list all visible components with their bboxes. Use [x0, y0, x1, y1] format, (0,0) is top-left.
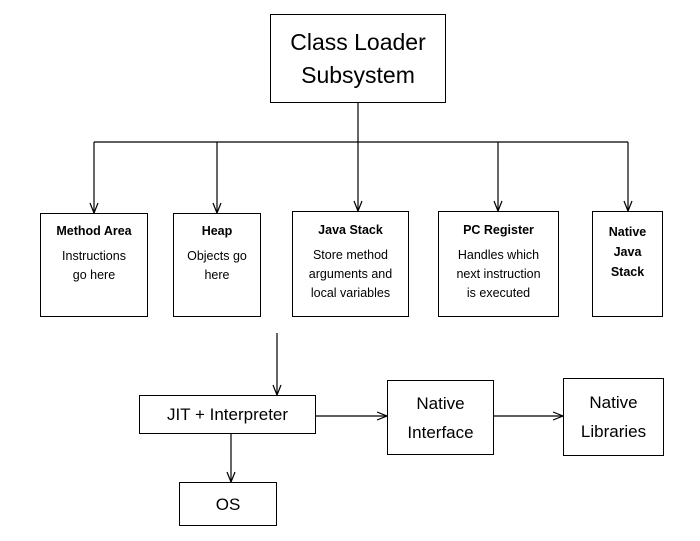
native-libraries-label: Native Libraries: [580, 393, 647, 441]
java-stack-box: Java Stack Store method arguments and lo…: [292, 211, 409, 317]
heap-title: Heap: [201, 224, 233, 238]
native-java-stack-box: Native Java Stack: [592, 211, 663, 317]
native-libraries-box: Native Libraries: [563, 378, 664, 456]
pc-register-desc: Handles which next instruction is execut…: [456, 248, 541, 300]
jit-interpreter-label: JIT + Interpreter: [166, 405, 289, 424]
java-stack-desc: Store method arguments and local variabl…: [308, 248, 393, 300]
method-area-title: Method Area: [56, 224, 132, 238]
native-java-stack-title: Native Java Stack: [608, 225, 647, 279]
native-interface-label: Native Interface: [407, 393, 474, 442]
heap-box: Heap Objects go here: [173, 213, 261, 317]
pc-register-title: PC Register: [463, 223, 534, 237]
jit-interpreter-box: JIT + Interpreter: [139, 395, 316, 434]
os-box: OS: [179, 482, 277, 526]
java-stack-title: Java Stack: [318, 223, 383, 237]
heap-desc: Objects go here: [187, 249, 247, 282]
pc-register-box: PC Register Handles which next instructi…: [438, 211, 559, 317]
class-loader-subsystem-label: Class Loader Subsystem: [290, 28, 426, 88]
os-label: OS: [215, 494, 241, 514]
method-area-box: Method Area Instructions go here: [40, 213, 148, 317]
native-interface-box: Native Interface: [387, 380, 494, 455]
method-area-desc: Instructions go here: [62, 249, 126, 282]
class-loader-subsystem-box: Class Loader Subsystem: [270, 14, 446, 103]
